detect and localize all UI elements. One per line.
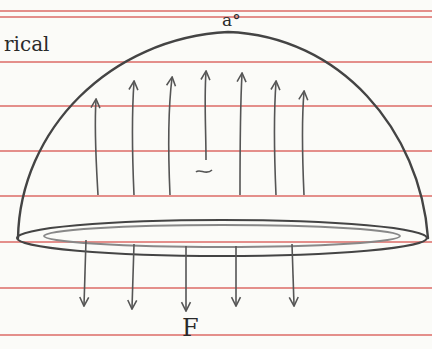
- angle-label: a°: [222, 12, 241, 29]
- squiggle: [196, 170, 212, 172]
- force-label: F: [182, 316, 199, 340]
- dome: [17, 32, 428, 256]
- side-note: rical: [4, 34, 49, 54]
- ruled-lines: [0, 11, 432, 335]
- upward-arrows: [95, 72, 304, 195]
- downward-arrows: [84, 240, 294, 310]
